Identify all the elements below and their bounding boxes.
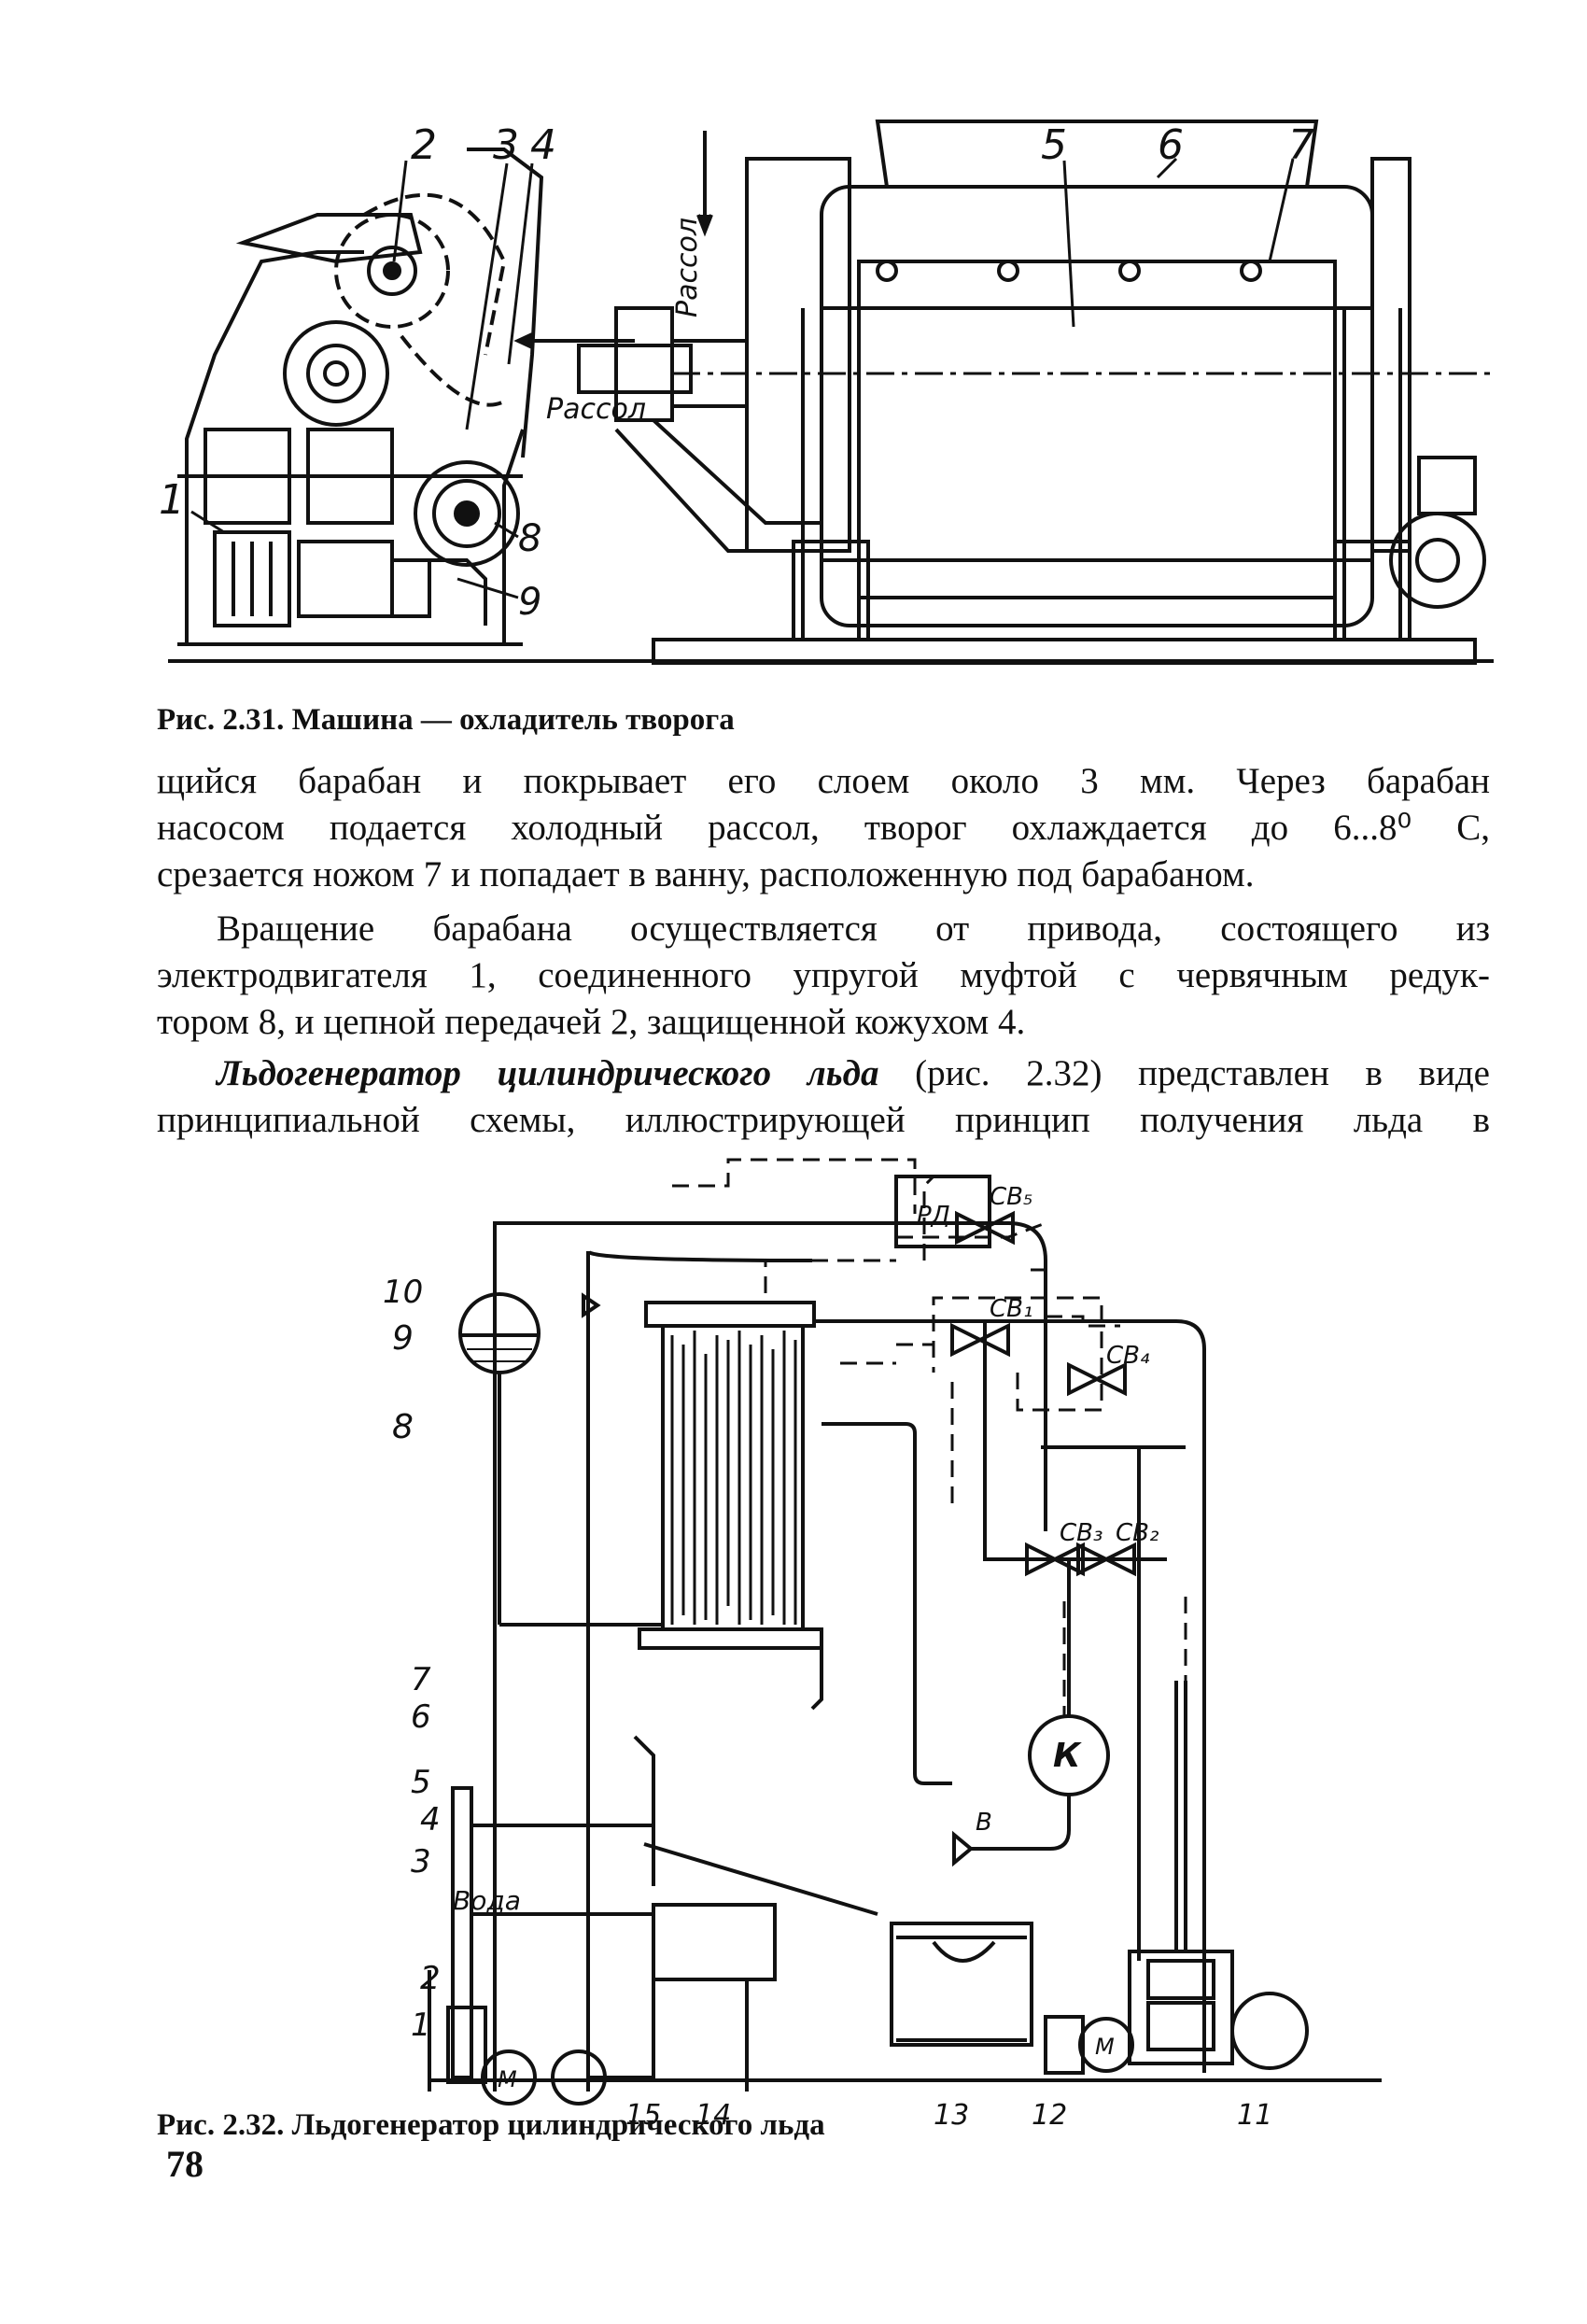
- fig2-label-14: 14: [695, 2099, 731, 2132]
- fig2-label-6: 6: [411, 1698, 431, 1736]
- fig1-label-9: 9: [518, 581, 541, 624]
- fig1-label-4: 4: [530, 121, 556, 169]
- p3-line-1-rest: (рис. 2.32) представлен в виде: [878, 1053, 1490, 1093]
- p2-line-3: тором 8, и цепной передачей 2, защищенно…: [157, 1002, 1026, 1042]
- fig1-label-6: 6: [1158, 121, 1184, 169]
- fig2-label-11: 11: [1237, 2099, 1272, 2132]
- fig2-water-label: Вода: [453, 1885, 521, 1916]
- p1-line-1: щийся барабан и покрывает его слоем окол…: [157, 761, 1490, 801]
- fig2-label-15: 15: [625, 2099, 661, 2132]
- fig2-pd-label: РД: [917, 1202, 950, 1230]
- fig1-label-1: 1: [159, 476, 185, 524]
- p1-line-3: срезается ножом 7 и попадает в ванну, ра…: [157, 854, 1255, 894]
- fig2-b-label: В: [976, 1809, 992, 1837]
- fig2-label-4: 4: [420, 1801, 441, 1838]
- fig2-motor-1-label: М: [498, 2066, 517, 2092]
- paragraph-3: Льдогенератор цилиндрического льда (рис.…: [157, 1050, 1490, 1144]
- fig2-cv3-label: СВ₃: [1060, 1519, 1102, 1547]
- p1-line-2: насосом подается холодный рассол, творог…: [157, 808, 1490, 848]
- fig2-label-9: 9: [392, 1319, 414, 1358]
- fig2-cv4-label: СВ₄: [1106, 1342, 1150, 1370]
- fig2-label-5: 5: [411, 1764, 431, 1801]
- fig2-label-8: 8: [392, 1408, 414, 1446]
- fig2-label-12: 12: [1032, 2099, 1067, 2132]
- fig1-label-7: 7: [1288, 121, 1314, 169]
- fig2-label-1: 1: [411, 2007, 431, 2044]
- figure-2-31-caption: Рис. 2.31. Машина — охладитель творога: [157, 703, 735, 737]
- figure-2-32-drawing: 10 9 8 7 6 5 4 3 2 1 Вода 15 14 13 12 11…: [383, 1158, 1382, 2132]
- p3-line-2: принципиальной схемы, иллюстрирующей при…: [157, 1100, 1490, 1140]
- p2-line-2: электродвигателя 1, соединенного упругой…: [157, 955, 1490, 995]
- page-number: 78: [166, 2143, 204, 2185]
- figure-2-31-drawing: 2 3 4 5 6 7 1 8 9 Рассол Рассол: [159, 120, 1494, 665]
- fig2-cv5-label: СВ₅: [990, 1183, 1032, 1211]
- fig2-label-3: 3: [411, 1843, 431, 1880]
- fig1-brine-out-label: Рассол: [546, 393, 646, 426]
- fig2-label-7: 7: [411, 1661, 431, 1698]
- fig2-label-2: 2: [420, 1960, 441, 1997]
- p2-line-1: Вращение барабана осуществляется от прив…: [217, 908, 1490, 949]
- fig2-compressor-label: К: [1053, 1737, 1082, 1775]
- fig1-label-3: 3: [493, 121, 519, 169]
- paragraph-1: щийся барабан и покрывает его слоем окол…: [157, 758, 1490, 898]
- p3-term: Льдогенератор цилиндрического льда: [217, 1053, 879, 1093]
- fig2-label-13: 13: [934, 2099, 969, 2132]
- fig1-brine-in-label: Рассол: [671, 218, 704, 317]
- p3-line-1: Льдогенератор цилиндрического льда (рис.…: [157, 1050, 1490, 1097]
- fig2-label-10: 10: [383, 1274, 423, 1311]
- fig1-label-8: 8: [518, 517, 541, 560]
- fig1-label-5: 5: [1041, 121, 1067, 169]
- figure-2-32-caption: Рис. 2.32. Льдогенератор цилиндрического…: [157, 2108, 825, 2142]
- paragraph-2: Вращение барабана осуществляется от прив…: [157, 906, 1490, 1046]
- fig2-cv1-label: СВ₁: [990, 1295, 1032, 1323]
- fig1-label-2: 2: [411, 121, 437, 169]
- fig2-cv2-label: СВ₂: [1116, 1519, 1159, 1547]
- fig2-motor-2-label: М: [1095, 2034, 1115, 2060]
